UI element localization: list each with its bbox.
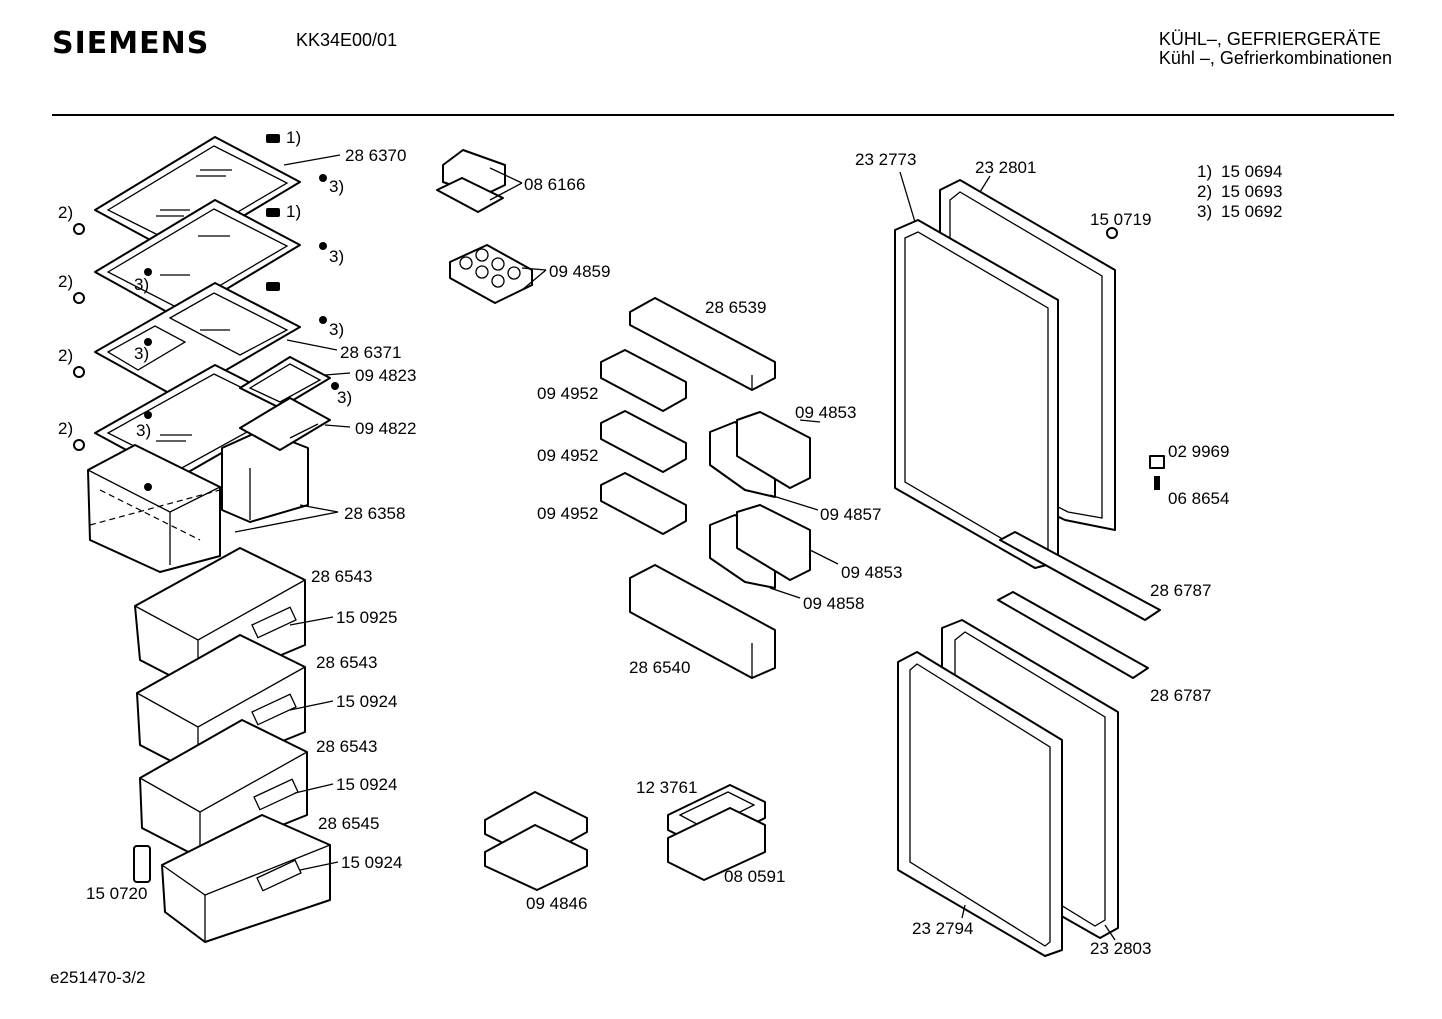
legend-part-1: 15 0694: [1221, 162, 1282, 181]
leader-lines: [234, 154, 1116, 941]
label-286787-b: 28 6787: [1150, 686, 1211, 705]
label-094952-a: 09 4952: [537, 384, 598, 403]
part-labels: 1) 1) 3) 3) 3) 3) 3) 3) 3) 2) 2) 2) 2) 2…: [58, 128, 1229, 958]
category-title: KÜHL–, GEFRIERGERÄTE Kühl –, Gefrierkomb…: [1159, 30, 1392, 68]
label-094859: 09 4859: [549, 262, 610, 281]
vegetable-bin-frame: [87, 429, 309, 573]
small-box-lid: [436, 149, 506, 213]
screw-parts: [1106, 227, 1165, 490]
footnote-legend: 1) 15 0694 2) 15 0693 3) 15 0692: [1197, 162, 1282, 221]
label-286543-a: 28 6543: [311, 567, 372, 586]
category-line-2: Kühl –, Gefrierkombinationen: [1158, 48, 1392, 68]
label-068654: 06 8654: [1168, 489, 1229, 508]
hinge-bar: [997, 531, 1161, 679]
label-094858: 09 4858: [803, 594, 864, 613]
label-286539: 28 6539: [705, 298, 766, 317]
label-150719: 15 0719: [1090, 210, 1151, 229]
label-150925: 15 0925: [336, 608, 397, 627]
label-080591: 08 0591: [724, 867, 785, 886]
label-232803: 23 2803: [1090, 939, 1151, 958]
callout-3a: 3): [329, 177, 344, 196]
label-094853-b: 09 4853: [841, 563, 902, 582]
ice-cube-tray: [667, 784, 766, 881]
freezer-door-gasket: [897, 651, 1063, 957]
callout-3d: 3): [337, 388, 352, 407]
label-232801: 23 2801: [975, 158, 1036, 177]
label-286545: 28 6545: [318, 814, 379, 833]
label-286540: 28 6540: [629, 658, 690, 677]
clip-icons: [73, 134, 339, 491]
callout-3g: 3): [136, 421, 151, 440]
label-150924-a: 15 0924: [336, 692, 397, 711]
legend-part-2: 15 0693: [1221, 182, 1282, 201]
label-094952-c: 09 4952: [537, 504, 598, 523]
label-286358: 28 6358: [344, 504, 405, 523]
small-covers: [239, 356, 331, 451]
label-150924-b: 15 0924: [336, 775, 397, 794]
seal-clip: [133, 845, 151, 883]
label-286543-b: 28 6543: [316, 653, 377, 672]
callout-2d: 2): [58, 419, 73, 438]
label-286543-c: 28 6543: [316, 737, 377, 756]
callout-3b: 3): [329, 247, 344, 266]
label-094952-b: 09 4952: [537, 446, 598, 465]
callout-1b: 1): [286, 202, 301, 221]
drawing-id: e251470-3/2: [50, 968, 146, 987]
callout-2c: 2): [58, 346, 73, 365]
label-286370: 28 6370: [345, 146, 406, 165]
legend-key-1: 1): [1197, 162, 1212, 181]
door-bins-small: [600, 349, 687, 535]
door-bin-long-bottom: [629, 564, 776, 679]
label-094846: 09 4846: [526, 894, 587, 913]
label-094853-a: 09 4853: [795, 403, 856, 422]
glass-shelf-2: [94, 199, 301, 319]
door-bin-long-top: [629, 297, 776, 391]
label-086166: 08 6166: [524, 175, 585, 194]
header-divider: [52, 114, 1394, 116]
model-number: KK34E00/01: [296, 30, 398, 50]
label-286787-a: 28 6787: [1150, 581, 1211, 600]
legend-part-3: 15 0692: [1221, 202, 1282, 221]
callout-2a: 2): [58, 203, 73, 222]
legend-key-3: 3): [1197, 202, 1212, 221]
label-232794: 23 2794: [912, 919, 973, 938]
label-150924-c: 15 0924: [341, 853, 402, 872]
ice-packs: [484, 791, 588, 891]
legend-key-2: 2): [1197, 182, 1212, 201]
callout-3f: 3): [134, 344, 149, 363]
label-232773: 23 2773: [855, 150, 916, 169]
drawer-4: [161, 814, 331, 943]
egg-tray: [449, 244, 533, 304]
callout-3c: 3): [329, 320, 344, 339]
label-094823: 09 4823: [355, 366, 416, 385]
label-150720: 15 0720: [86, 884, 147, 903]
callout-2b: 2): [58, 272, 73, 291]
brand-logo: SIEMENS: [52, 26, 210, 61]
label-286371: 28 6371: [340, 343, 401, 362]
door-bins-side: [709, 411, 811, 589]
split-glass-shelf: [94, 282, 301, 399]
label-123761: 12 3761: [636, 778, 697, 797]
category-line-1: KÜHL–, GEFRIERGERÄTE: [1158, 29, 1381, 49]
label-029969: 02 9969: [1168, 442, 1229, 461]
callout-3e: 3): [134, 275, 149, 294]
callout-1a: 1): [286, 128, 301, 147]
label-094857: 09 4857: [820, 505, 881, 524]
label-094822: 09 4822: [355, 419, 416, 438]
